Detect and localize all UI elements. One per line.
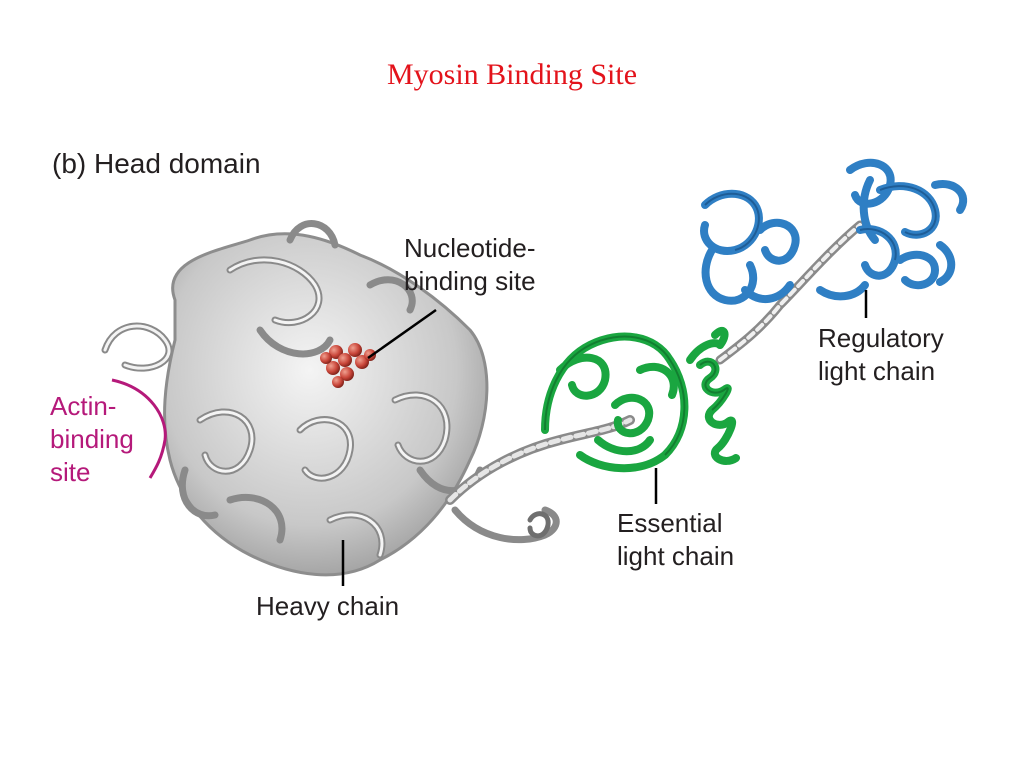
nucleotide-binding-site-label: Nucleotide- binding site [404,232,536,298]
regulatory-label-line1: Regulatory [818,323,944,353]
slide-title: Myosin Binding Site [386,58,638,91]
essential-label-line2: light chain [617,541,735,571]
nucleotide-leader-line [367,308,437,360]
regulatory-light-chain-label: Regulatory light chain [818,322,944,388]
actin-label-line3: site [50,457,91,487]
nucleotide-label-line1: Nucleotide- [404,233,536,263]
nucleotide-label-line2: binding site [404,266,536,296]
heavy-chain [101,220,865,577]
regulatory-light-chain [700,158,968,305]
leader-lines [341,290,868,586]
essential-light-chain [541,326,740,473]
essential-label-line1: Essential [617,508,723,538]
essential-light-chain-label: Essential light chain [617,507,734,573]
actin-binding-site-label: Actin- binding site [50,390,134,489]
heavy-chain-label: Heavy chain [256,591,400,621]
panel-label: (b) Head domain [52,148,261,179]
actin-label-line2: binding [50,424,134,454]
nucleotide-molecule [320,343,376,388]
regulatory-label-line2: light chain [818,356,936,386]
actin-binding-arc [111,378,167,479]
actin-label-line1: Actin- [50,391,117,421]
